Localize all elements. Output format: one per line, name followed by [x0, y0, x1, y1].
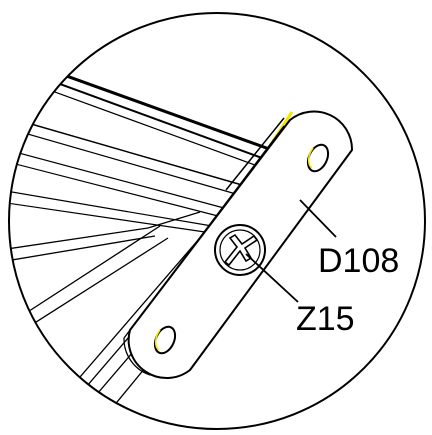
detail-contents	[9, 50, 354, 429]
leader-d108	[299, 199, 337, 238]
lower-hole	[153, 325, 177, 355]
label-d108: D108	[318, 242, 399, 280]
leader-z15	[245, 253, 299, 303]
label-z15: Z15	[296, 300, 355, 338]
screw-z15	[214, 224, 266, 276]
detail-circle	[8, 12, 426, 430]
upper-hole	[306, 143, 330, 173]
